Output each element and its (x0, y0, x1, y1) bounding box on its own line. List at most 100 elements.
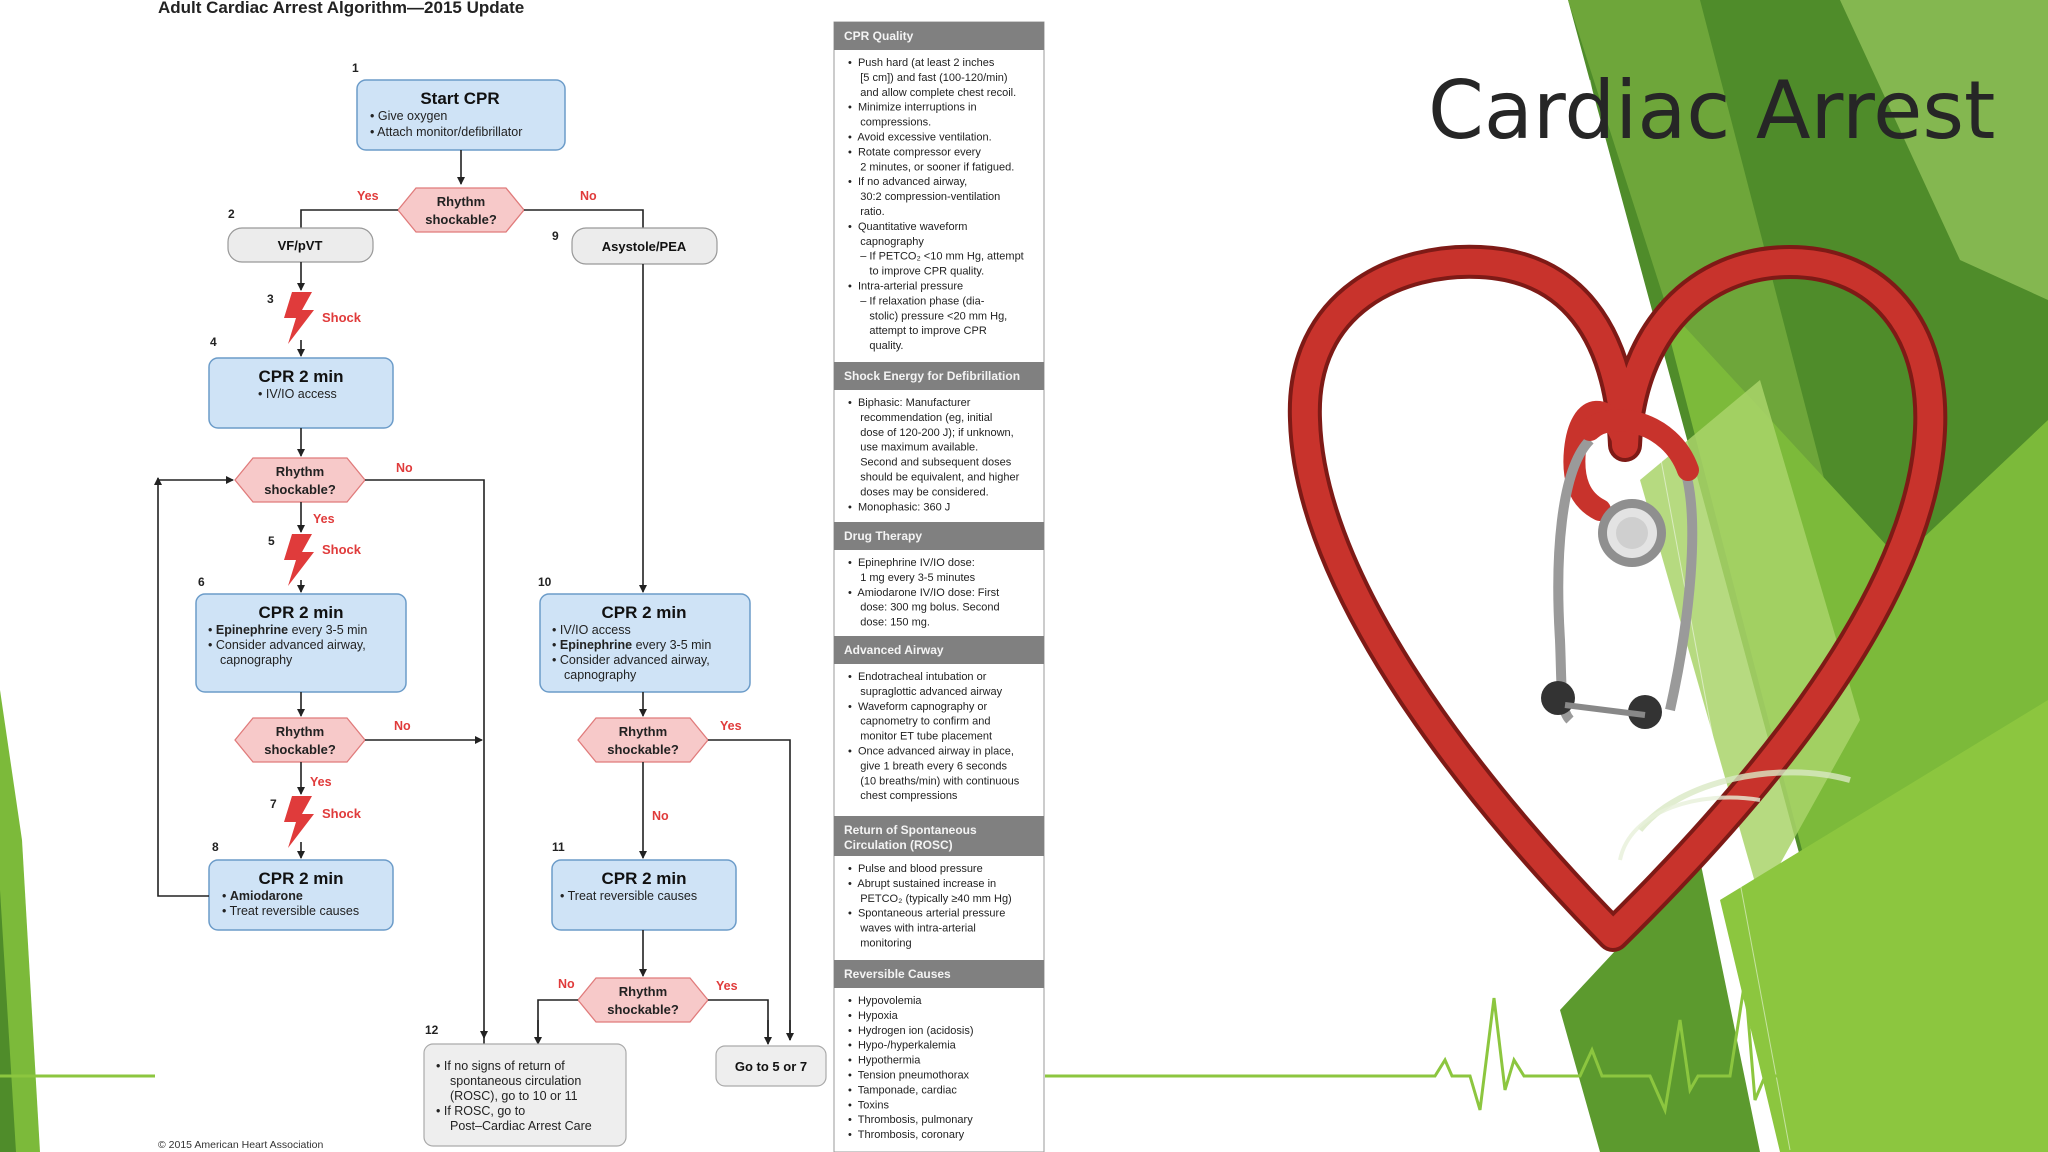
vf-pvt-label: VF/pVT (278, 238, 323, 253)
step-number: 12 (425, 1023, 439, 1037)
sidebar-section-header (834, 816, 1044, 856)
algorithm-title: Adult Cardiac Arrest Algorithm—2015 Upda… (158, 0, 524, 17)
sidebar-section-header (834, 636, 1044, 664)
sidebar-line: • Amiodarone IV/IO dose: First (848, 587, 999, 599)
sidebar-line: • Minimize interruptions in (848, 102, 977, 114)
step-number: 7 (270, 797, 277, 811)
shock-bolt-icon (284, 534, 314, 586)
sidebar-line: • Intra-arterial pressure (848, 281, 963, 293)
sidebar-line: doses may be considered. (848, 486, 989, 498)
no-label: No (580, 189, 597, 203)
decision-text: Rhythm (437, 194, 485, 209)
step-number: 11 (552, 840, 565, 854)
yes-label: Yes (313, 512, 335, 526)
shock-label: Shock (322, 806, 362, 821)
sidebar-line: Second and subsequent doses (848, 457, 1012, 469)
sidebar-line: • Push hard (at least 2 inches (848, 57, 995, 69)
sidebar-section-heading: Shock Energy for Defibrillation (844, 369, 1020, 383)
step-1-title: Start CPR (420, 89, 499, 108)
step-6-item: • Consider advanced airway, (208, 638, 366, 652)
sidebar-line: should be equivalent, and higher (848, 472, 1020, 484)
step-12-box (423, 1043, 627, 1147)
step-12-line: (ROSC), go to 10 or 11 (450, 1089, 578, 1103)
step-10-item: • Epinephrine every 3-5 min (552, 638, 711, 652)
asystole-pea-box (571, 227, 718, 265)
step-4-item: • IV/IO access (258, 387, 337, 401)
step-10-item: • Consider advanced airway, (552, 653, 710, 667)
sidebar-line: monitor ET tube placement (848, 731, 992, 743)
decision-text: shockable? (607, 1002, 679, 1017)
sidebar-line: use maximum available. (848, 442, 978, 454)
sidebar-line: • Thrombosis, coronary (848, 1129, 965, 1141)
shock-label: Shock (322, 542, 362, 557)
sidebar-line: and allow complete chest recoil. (848, 87, 1016, 99)
sidebar-line: • Quantitative waveform (848, 221, 967, 233)
heart-stethoscope-illustration (1287, 244, 1948, 952)
sidebar-line: (10 breaths/min) with continuous (848, 775, 1020, 787)
step-6-item: capnography (220, 653, 293, 667)
slide-title: Cardiac Arrest (1428, 64, 1995, 157)
step-6-title: CPR 2 min (258, 603, 343, 622)
copyright: © 2015 American Heart Association (158, 1139, 323, 1151)
shock-label: Shock (322, 310, 362, 325)
sidebar-line: • Monophasic: 360 J (848, 501, 950, 513)
sidebar-line: • Avoid excessive ventilation. (848, 132, 992, 144)
sidebar-section-header (834, 522, 1044, 550)
step-10-box (539, 593, 751, 693)
sidebar-line: • Spontaneous arterial pressure (848, 908, 1005, 920)
yes-label: Yes (310, 775, 332, 789)
step-12-line: Post–Cardiac Arrest Care (450, 1119, 592, 1133)
yes-label: Yes (357, 189, 379, 203)
sidebar-line: ratio. (848, 206, 885, 218)
step-12-line: • If ROSC, go to (436, 1104, 525, 1118)
yes-label: Yes (716, 979, 738, 993)
sidebar-line: • Hypothermia (848, 1055, 921, 1067)
sidebar-line: 1 mg every 3-5 minutes (848, 572, 976, 584)
sidebar-line: • Hypoxia (848, 1010, 899, 1022)
sidebar-line: dose: 150 mg. (848, 617, 930, 629)
sidebar-line: • Endotracheal intubation or (848, 671, 987, 683)
goto-5-or-7-box (715, 1045, 827, 1087)
sidebar-line: – If relaxation phase (dia- (848, 295, 985, 307)
sidebar-line: • Tamponade, cardiac (848, 1084, 957, 1096)
sidebar-line: [5 cm]) and fast (100-120/min) (848, 72, 1008, 84)
no-label: No (652, 809, 669, 823)
sidebar-section-header (834, 22, 1044, 50)
algorithm-flowchart: Adult Cardiac Arrest Algorithm—2015 Upda… (154, 0, 827, 1151)
step-11-box (551, 859, 737, 931)
sidebar-line: waves with intra-arterial (848, 923, 976, 935)
sidebar-line: – If PETCO₂ <10 mm Hg, attempt (848, 251, 1024, 263)
step-10-item: capnography (564, 668, 637, 682)
sidebar-section-heading: Circulation (ROSC) (844, 838, 953, 852)
step-number: 3 (267, 292, 274, 306)
sidebar-line: dose: 300 mg bolus. Second (848, 602, 1000, 614)
step-8-box (208, 859, 394, 931)
sidebar-line: PETCO₂ (typically ≥40 mm Hg) (848, 893, 1012, 905)
sidebar-line: • Biphasic: Manufacturer (848, 397, 971, 409)
shock-bolt-icon (284, 796, 314, 848)
step-8-item: • Treat reversible causes (222, 904, 359, 918)
step-6-item: • Epinephrine every 3-5 min (208, 623, 367, 637)
decision-text: Rhythm (276, 464, 324, 479)
sidebar-line: • Pulse and blood pressure (848, 863, 983, 875)
sidebar-line: • Toxins (848, 1099, 889, 1111)
no-label: No (394, 719, 411, 733)
sidebar-line: • Once advanced airway in place, (848, 746, 1014, 758)
step-number: 10 (538, 575, 552, 589)
sidebar-section-heading: CPR Quality (844, 29, 914, 43)
goto-5-or-7-label: Go to 5 or 7 (735, 1059, 807, 1074)
step-10-item: • IV/IO access (552, 623, 631, 637)
step-number: 9 (552, 229, 559, 243)
no-label: No (558, 977, 575, 991)
step-4-title: CPR 2 min (258, 367, 343, 386)
sidebar-line: stolic) pressure <20 mm Hg, (848, 310, 1007, 322)
algorithm-sidebar: CPR Quality • Push hard (at least 2 inche… (833, 21, 1045, 1152)
sidebar-line: compressions. (848, 117, 931, 129)
sidebar-sections: CPR Quality • Push hard (at least 2 inche… (834, 22, 1044, 1141)
sidebar-line: • Thrombosis, pulmonary (848, 1114, 973, 1126)
sidebar-section-heading: Reversible Causes (844, 967, 951, 981)
sidebar-line: recommendation (eg, initial (848, 412, 992, 424)
yes-label: Yes (720, 719, 742, 733)
sidebar-line: • Rotate compressor every (848, 146, 981, 158)
step-10-title: CPR 2 min (601, 603, 686, 622)
